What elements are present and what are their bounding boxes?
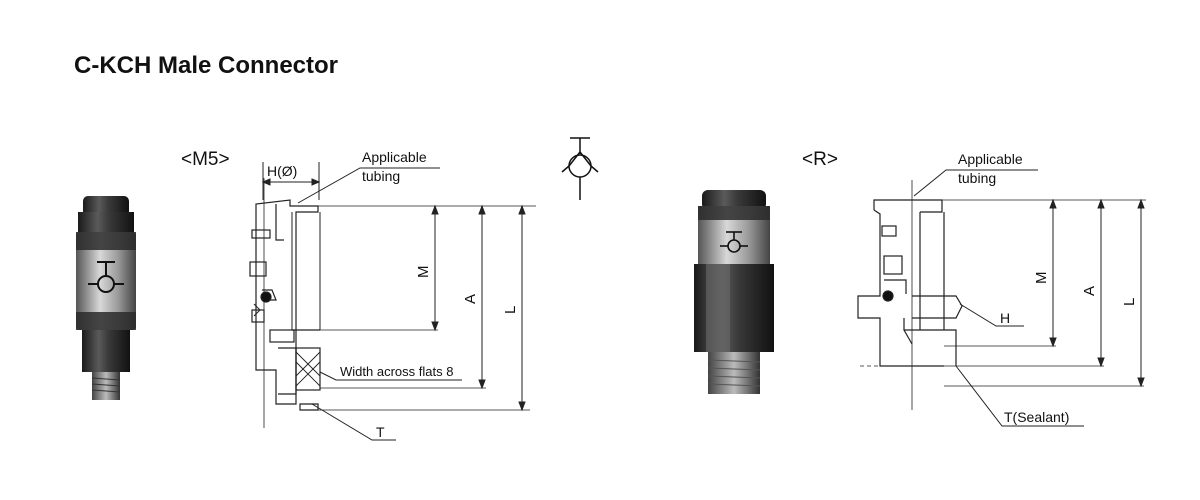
r-product-photo xyxy=(694,190,774,394)
r-thread-label: T(Sealant) xyxy=(1004,409,1069,425)
r-tubing-label-line2: tubing xyxy=(958,170,996,186)
m5-flats-label: Width across flats 8 xyxy=(340,364,453,379)
m5-tubing-label-line1: Applicable xyxy=(362,149,427,165)
r-dim-l-label: L xyxy=(1121,298,1138,306)
r-dim-m-label: M xyxy=(1033,272,1050,285)
r-variant-label: <R> xyxy=(802,149,838,170)
m5-product-photo xyxy=(76,196,136,400)
m5-tubing-label-line2: tubing xyxy=(362,168,400,184)
page-title: C-KCH Male Connector xyxy=(74,52,339,79)
m5-dim-h-label: H(Ø) xyxy=(267,163,297,179)
r-tubing-label-line1: Applicable xyxy=(958,151,1023,167)
m5-dim-h xyxy=(261,162,321,200)
r-dim-h-label: H xyxy=(1000,310,1010,326)
m5-dim-l-label: L xyxy=(502,306,519,314)
m5-section-drawing xyxy=(249,178,321,428)
check-valve-symbol-icon xyxy=(561,137,599,200)
r-dim-a-label: A xyxy=(1081,286,1098,296)
check-valve-symbol-icon xyxy=(720,231,748,253)
m5-variant-label: <M5> xyxy=(181,149,230,170)
m5-dim-m-label: M xyxy=(415,266,432,279)
m5-thread-label: T xyxy=(376,424,385,440)
m5-dim-a-label: A xyxy=(462,294,479,304)
r-section-drawing xyxy=(857,180,963,410)
check-valve-symbol-icon xyxy=(88,261,124,293)
